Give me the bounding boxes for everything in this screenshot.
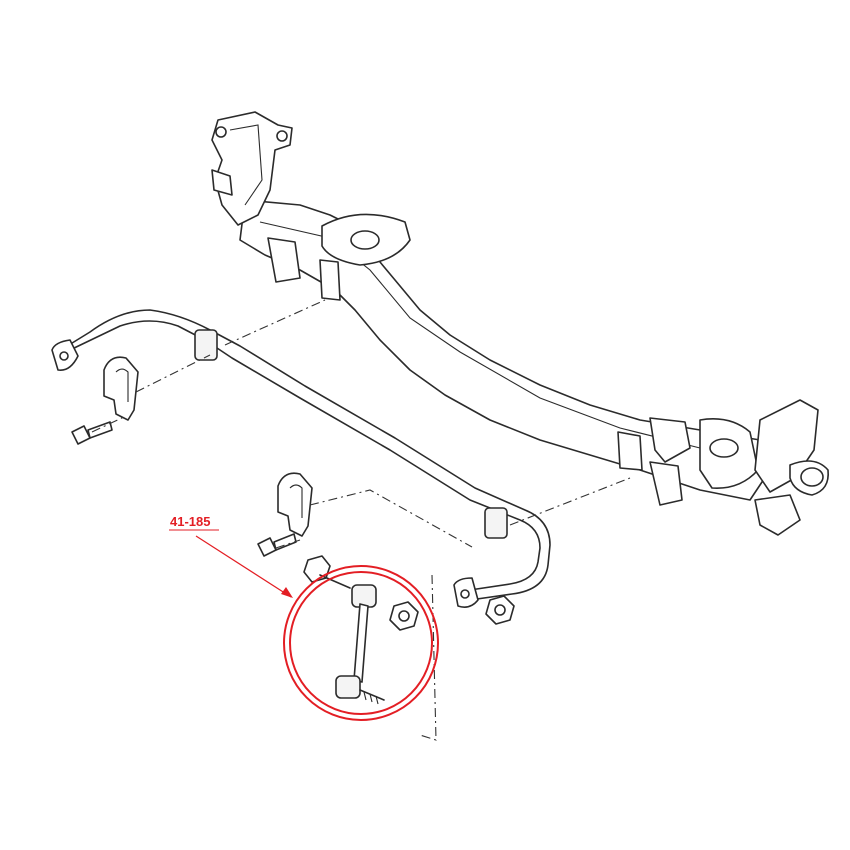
stabilizer-bushing-clamp-left (103, 356, 139, 421)
rear-axle-beam (239, 199, 771, 501)
bolt (71, 421, 297, 557)
right-hub-carrier (617, 399, 829, 536)
stabilizer-bar (51, 309, 551, 608)
part-callout: 41-185 (169, 514, 293, 598)
highlight-circle (283, 565, 439, 721)
stabilizer-link (319, 574, 385, 705)
callout-leader-line (195, 535, 292, 598)
part-number-label: 41-185 (170, 514, 210, 529)
callout-arrowhead (281, 587, 293, 598)
assembly-dash-lines (91, 299, 631, 741)
left-trailing-arm-bracket (211, 111, 293, 226)
stabilizer-bushing-clamp-right (277, 472, 313, 537)
